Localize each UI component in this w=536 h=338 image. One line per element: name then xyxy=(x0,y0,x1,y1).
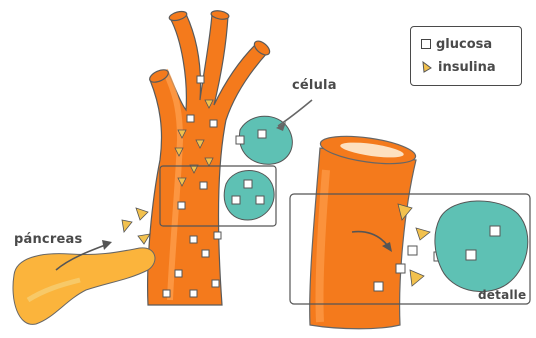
insulin-triangle-icon xyxy=(421,61,433,73)
cell-lower xyxy=(224,171,274,221)
legend-label-insulina: insulina xyxy=(438,60,496,75)
insulin-released xyxy=(122,208,150,244)
celula-arrow xyxy=(278,100,312,126)
pancreas-organ xyxy=(13,248,155,325)
vessel-segment-detail xyxy=(310,131,418,328)
detalle-label: detalle xyxy=(478,288,526,302)
glucose-square-icon xyxy=(421,39,431,49)
legend-label-glucosa: glucosa xyxy=(436,37,492,52)
pancreas-label: páncreas xyxy=(14,232,82,247)
cell-detail xyxy=(435,201,528,292)
legend: glucosa insulina xyxy=(410,26,522,86)
legend-item-insulina: insulina xyxy=(421,58,496,76)
celula-label: célula xyxy=(292,78,337,93)
pancreas-arrow-head xyxy=(102,240,112,250)
legend-item-glucosa: glucosa xyxy=(421,35,492,53)
